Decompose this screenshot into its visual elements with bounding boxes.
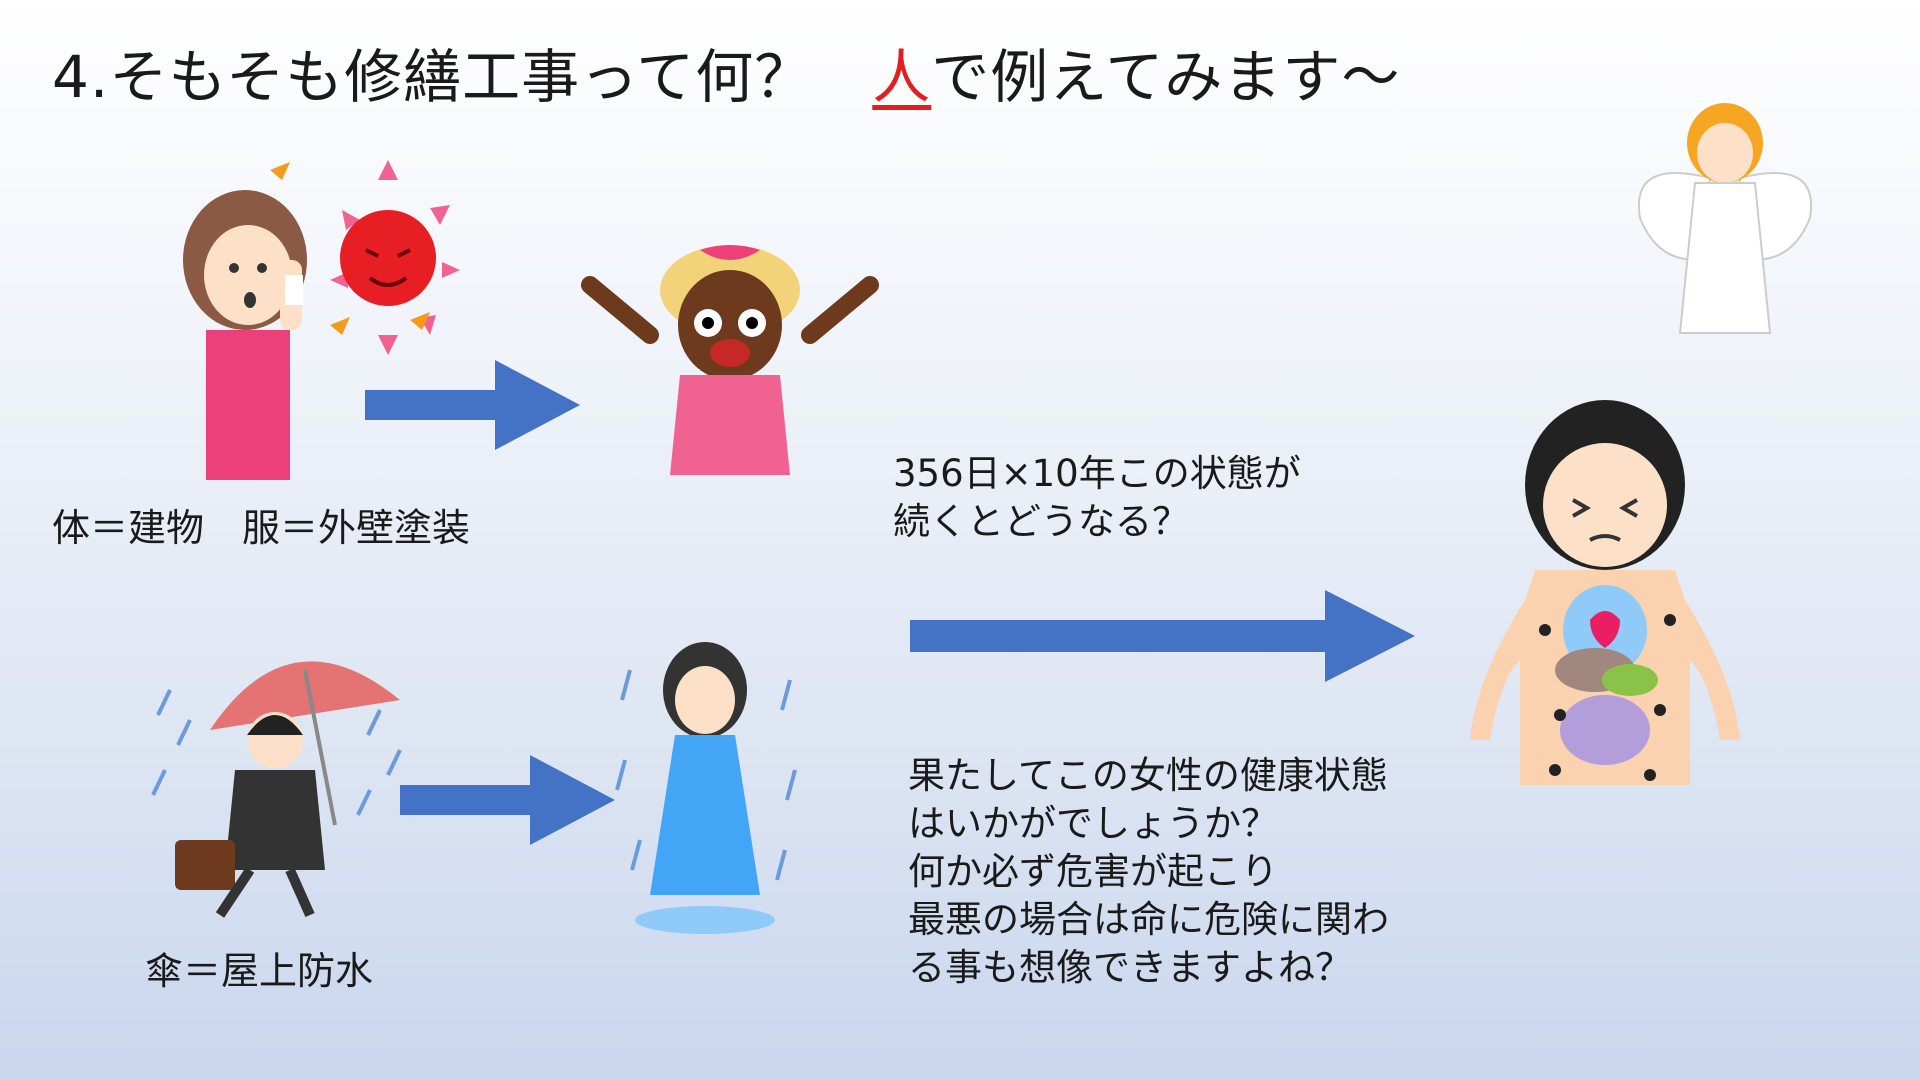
tanned-girl-illustration: [581, 245, 879, 475]
caption-body-clothes: 体＝建物 服＝外壁塗装: [52, 506, 471, 550]
middle-question-text: 356日×10年この状態が 続くとどうなる？: [893, 452, 1301, 543]
slide-title: 4.そもそも修繕工事って何？ 人で例えてみます～: [52, 38, 1400, 116]
sick-woman-organs-illustration: [1470, 400, 1740, 785]
wet-girl-illustration: [615, 642, 797, 934]
arrow-right-icon: [400, 755, 615, 845]
title-suffix: で例えてみます～: [931, 43, 1401, 111]
title-highlight: 人: [872, 43, 932, 111]
angel-illustration: [1637, 103, 1813, 334]
long-arrow-right-icon: [910, 590, 1415, 682]
health-question-text: 果たしてこの女性の健康状態 はいかがでしょうか？ 何か必ず危害が起こり 最悪の場…: [908, 754, 1389, 989]
arrow-right-icon: [365, 360, 580, 450]
sweating-woman-sun-illustration: [183, 160, 460, 480]
woman-umbrella-rain-illustration: [151, 661, 402, 918]
title-prefix: 4.そもそも修繕工事って何？: [52, 43, 873, 111]
caption-umbrella: 傘＝屋上防水: [145, 949, 374, 993]
